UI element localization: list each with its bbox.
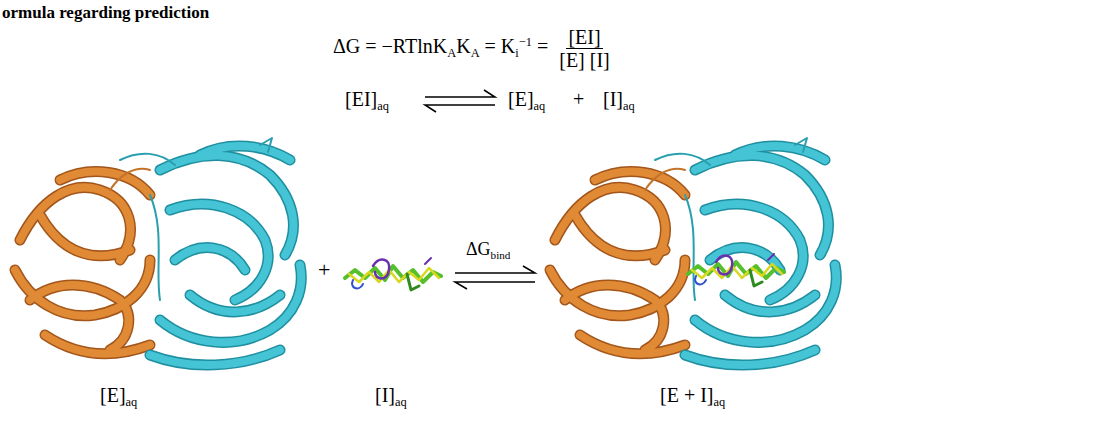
formula-text: [EI]	[345, 88, 377, 110]
formula-text: −1	[519, 35, 532, 49]
text-group: [I]aq	[375, 384, 407, 410]
formula-text: +	[573, 88, 584, 110]
formula-text: aq	[126, 395, 138, 409]
formula-text: [E]	[508, 88, 534, 110]
formula-text: aq	[395, 395, 407, 409]
text-group: [I]aq	[603, 88, 635, 114]
text-group: [E]aq	[100, 384, 137, 410]
formula-text: [E]	[100, 384, 126, 406]
text-group: [EI]aq	[345, 88, 389, 114]
formula-text: A	[447, 46, 456, 60]
fraction: [EI][E] [I]	[557, 26, 612, 71]
formula-text: [E] [I]	[557, 49, 612, 71]
binding-arrows	[455, 266, 535, 289]
formula-text: ΔG	[466, 239, 491, 259]
formula-text: aq	[623, 99, 635, 113]
formula-text: aq	[713, 395, 725, 409]
formula-text: i	[515, 46, 518, 60]
text-group: +	[318, 258, 330, 282]
formula-text: ΔG = −RTlnK	[333, 35, 447, 57]
formula-text: +	[318, 257, 330, 282]
text-group: ΔG = −RTlnKAKA = Ki−1 = [EI][E] [I]	[333, 26, 612, 71]
formula-text: aq	[534, 99, 546, 113]
formula-text: K	[456, 35, 470, 57]
text-group: +	[573, 88, 584, 110]
text-group: [E + I]aq	[660, 384, 725, 410]
formula-text: A	[471, 46, 480, 60]
formula-text: aq	[377, 99, 389, 113]
formula-text: [EI]	[566, 26, 602, 49]
formula-text: bind	[491, 249, 511, 261]
equilibrium-arrows	[425, 90, 495, 112]
formula-text: ormula regarding prediction	[2, 3, 209, 22]
text-group: ΔGbind	[466, 240, 510, 261]
text-group: ormula regarding prediction	[2, 4, 209, 23]
formula-text: [I]	[375, 384, 395, 406]
formula-text: = K	[480, 35, 516, 57]
formula-text: =	[532, 35, 553, 57]
formula-text: [I]	[603, 88, 623, 110]
text-group: [E]aq	[508, 88, 545, 114]
formula-text: [E + I]	[660, 384, 713, 406]
